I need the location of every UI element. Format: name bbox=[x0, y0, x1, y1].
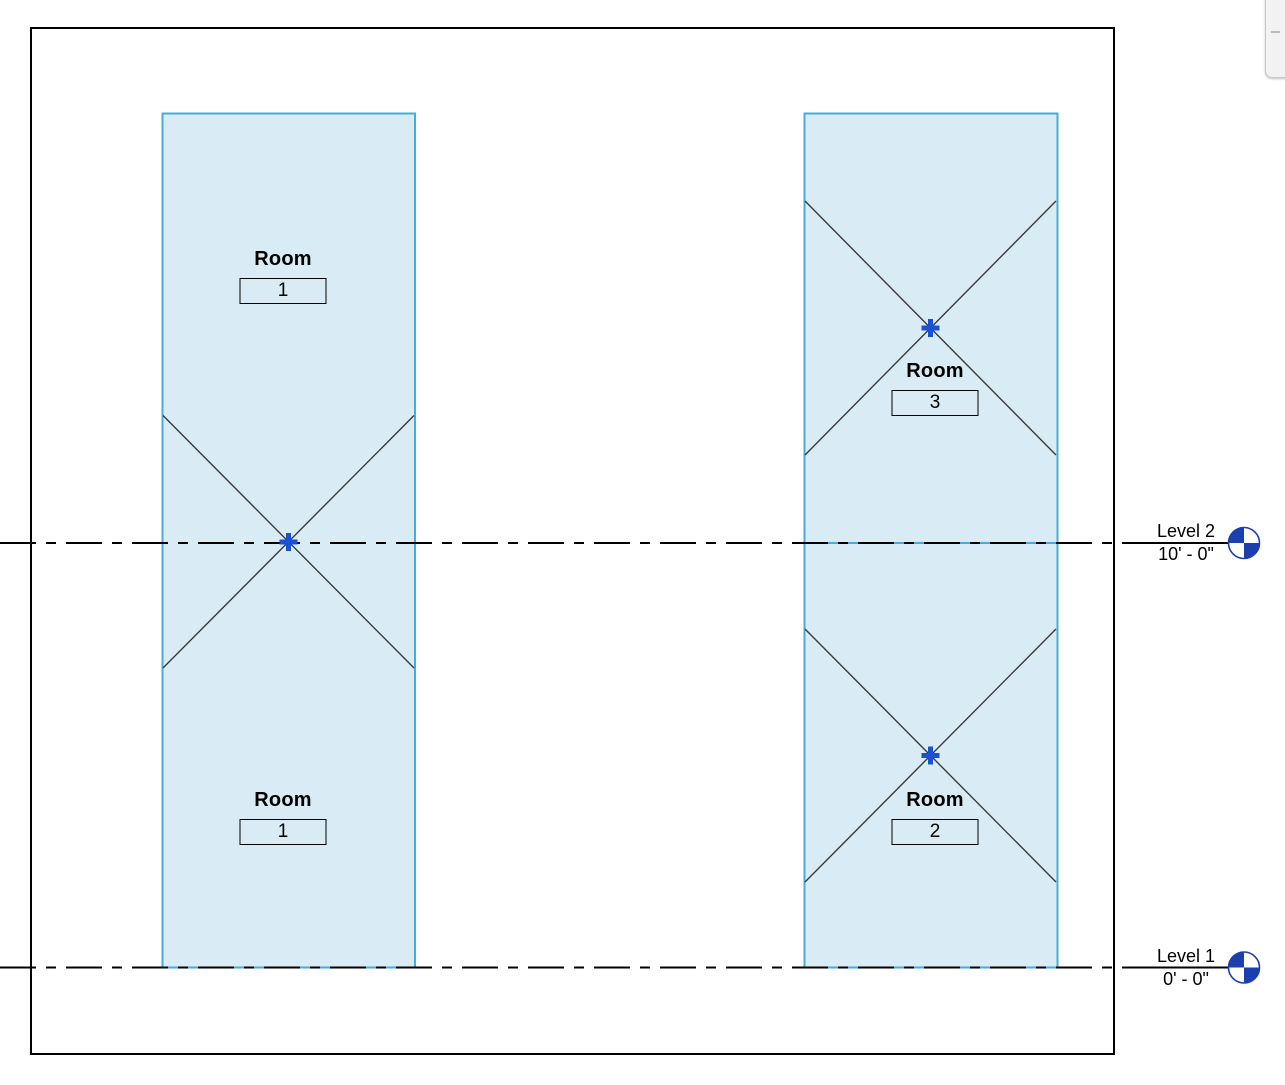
level-2-label[interactable]: Level 2 10' - 0" bbox=[1140, 521, 1232, 564]
room-tag-number: 1 bbox=[277, 280, 289, 301]
room-tag-number: 3 bbox=[929, 392, 941, 413]
room-tag-number-box[interactable]: 1 bbox=[239, 819, 327, 845]
room-tag-label: Room bbox=[254, 248, 312, 270]
level-name: Level 2 bbox=[1156, 521, 1216, 541]
room-tag-label: Room bbox=[906, 789, 964, 811]
room-1-region[interactable] bbox=[161, 112, 416, 969]
room-tag-number: 2 bbox=[929, 821, 941, 842]
room-tag-1-lower[interactable]: Room 1 bbox=[239, 788, 327, 845]
crop-region-boundary[interactable] bbox=[30, 27, 1115, 1055]
level-1-label[interactable]: Level 1 0' - 0" bbox=[1140, 946, 1232, 989]
room-2-location-marker-icon[interactable] bbox=[921, 746, 940, 765]
room-tag-number-box[interactable]: 3 bbox=[891, 390, 979, 416]
room-tag-2[interactable]: Room 2 bbox=[891, 788, 979, 845]
room-tag-number-box[interactable]: 1 bbox=[239, 278, 327, 304]
level-elevation: 10' - 0" bbox=[1158, 544, 1214, 564]
level-1-datum-head-icon[interactable] bbox=[1227, 951, 1261, 984]
level-name: Level 1 bbox=[1156, 946, 1216, 966]
room-tag-1-upper[interactable]: Room 1 bbox=[239, 247, 327, 304]
room-tag-number-box[interactable]: 2 bbox=[891, 819, 979, 845]
level-2-datum-head-icon[interactable] bbox=[1227, 526, 1261, 560]
room-tag-label: Room bbox=[906, 360, 964, 382]
room-1-location-marker-icon[interactable] bbox=[279, 533, 298, 551]
room-3-location-marker-icon[interactable] bbox=[921, 319, 940, 337]
room-tag-3[interactable]: Room 3 bbox=[891, 359, 979, 416]
room-tag-number: 1 bbox=[277, 821, 289, 842]
vertical-scrollbar[interactable] bbox=[1265, 0, 1285, 78]
room-tag-label: Room bbox=[254, 789, 312, 811]
level-elevation: 0' - 0" bbox=[1163, 969, 1209, 989]
scrollbar-grip[interactable] bbox=[1271, 31, 1280, 33]
